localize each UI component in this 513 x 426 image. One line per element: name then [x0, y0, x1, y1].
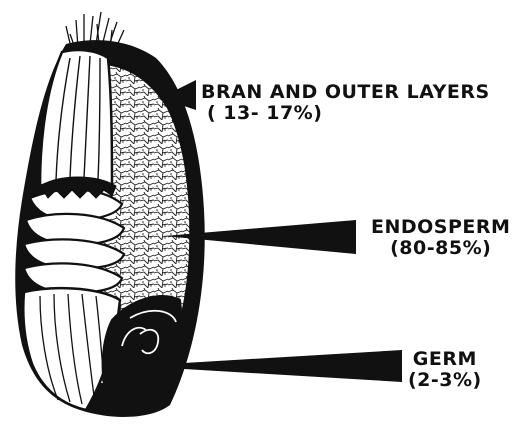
kernel-crease	[40, 50, 112, 190]
germ-label-percent: (2-3%)	[408, 370, 482, 391]
folded-layers	[24, 190, 124, 293]
endosperm-label-percent: (80-85%)	[371, 238, 510, 259]
germ-label: GERM (2-3%)	[408, 349, 482, 390]
bran-label-name: BRAN AND OUTER LAYERS	[201, 82, 490, 103]
bran-label-percent: ( 13- 17%)	[201, 103, 490, 124]
endosperm-label: ENDOSPERM (80-85%)	[371, 217, 510, 258]
endosperm-label-name: ENDOSPERM	[371, 217, 510, 238]
bran-label: BRAN AND OUTER LAYERS ( 13- 17%)	[201, 82, 490, 123]
germ-label-name: GERM	[408, 349, 482, 370]
